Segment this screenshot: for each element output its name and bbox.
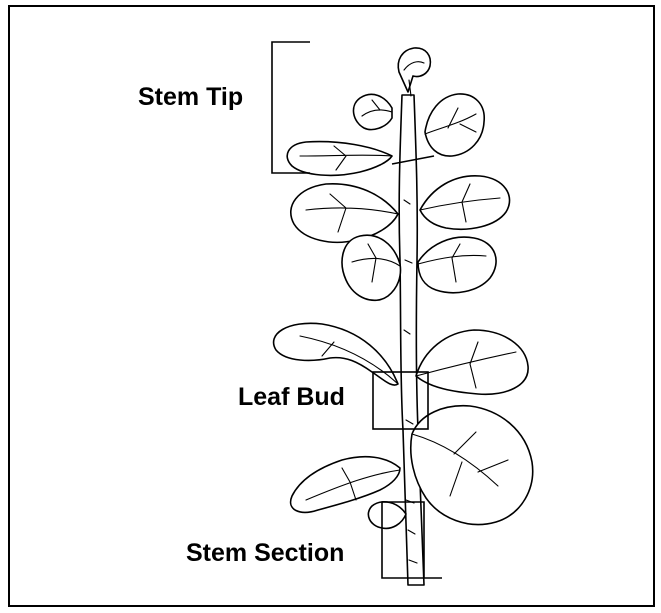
- leaf-upper-left-small: [353, 94, 392, 129]
- leaf-small-bottom: [368, 502, 406, 529]
- leaf-tip-left: [287, 142, 392, 176]
- leaf-lower-right: [416, 330, 528, 394]
- stem-section-label: Stem Section: [186, 541, 344, 566]
- leaf-bud-label: Leaf Bud: [238, 385, 345, 410]
- leaf-mid-right-lower: [418, 237, 496, 293]
- leaf-upper-right: [425, 94, 484, 156]
- leaf-mid-right-upper: [420, 176, 510, 229]
- leaf-mid-left-upper: [291, 184, 398, 242]
- leaf-large-right: [411, 406, 533, 525]
- leaf-lower-left: [274, 323, 398, 385]
- stem-tip-label: Stem Tip: [138, 85, 243, 110]
- terminal-bud: [398, 48, 430, 96]
- leaf-mid-left-lower: [342, 235, 400, 300]
